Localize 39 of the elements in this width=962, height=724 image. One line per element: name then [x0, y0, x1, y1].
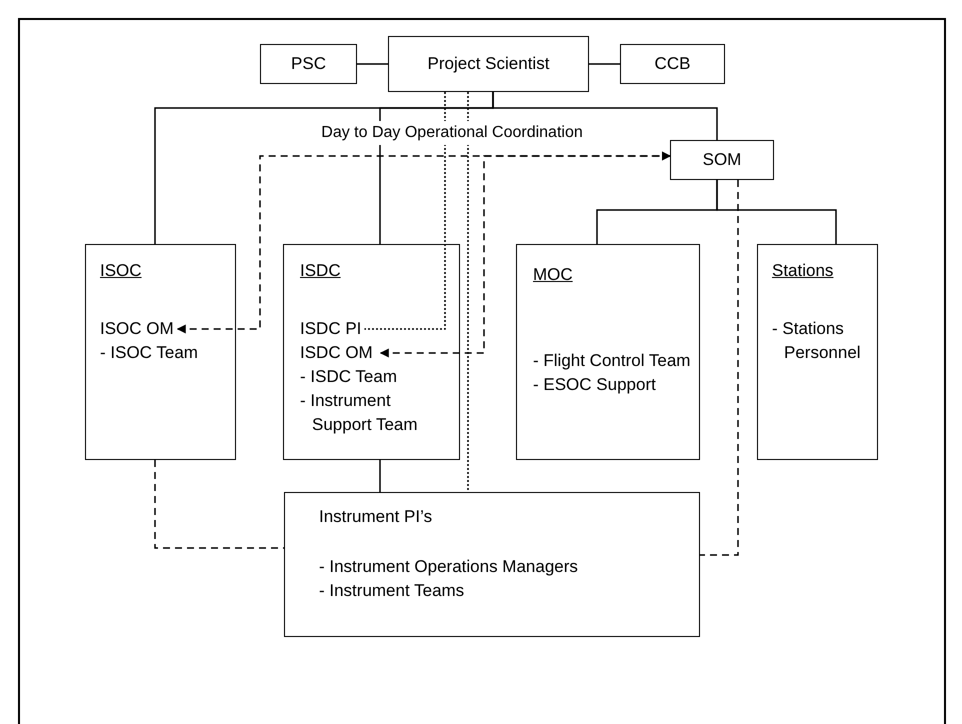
- dashed-connector: [380, 152, 671, 358]
- box-title: CCB: [654, 53, 690, 76]
- org-box: [85, 244, 236, 460]
- connector-line: [589, 63, 620, 65]
- dashed-connector: [154, 460, 284, 549]
- box-heading: ISOC: [100, 260, 143, 282]
- org-box: [757, 244, 878, 460]
- list-item: - Instrument Teams: [319, 580, 466, 602]
- role-label: ISDC PI: [300, 317, 362, 341]
- org-box: [388, 36, 589, 92]
- list-item: - ISDC Team: [300, 366, 398, 388]
- org-box: [620, 44, 725, 84]
- box-heading: Stations: [772, 260, 834, 282]
- box-heading: Instrument PI’s: [319, 506, 434, 528]
- org-box: [284, 492, 700, 637]
- list-item: - Instrument Operations Managers: [319, 556, 579, 578]
- dotted-connector: [467, 92, 469, 492]
- role-label: ISDC OM: [300, 341, 373, 365]
- org-box: [283, 244, 460, 460]
- connector-line: [492, 92, 718, 140]
- box-heading: ISDC: [300, 260, 342, 282]
- box-heading: MOC: [533, 264, 574, 286]
- org-box: [516, 244, 700, 460]
- role-label: ISOC OM: [100, 317, 174, 341]
- connector-line: [379, 460, 381, 492]
- box-title: PSC: [291, 53, 326, 76]
- connector-line: [716, 180, 837, 244]
- dashed-connector: [700, 180, 739, 556]
- list-item: - Stations Personnel: [772, 318, 862, 364]
- list-item: - ESOC Support: [533, 374, 657, 396]
- org-box: [260, 44, 357, 84]
- dotted-connector: [364, 92, 446, 330]
- box-title: Project Scientist: [428, 53, 550, 76]
- connector-line: [357, 63, 388, 65]
- list-item: - ISOC Team: [100, 342, 199, 364]
- list-item: - Instrument Support Team: [300, 390, 419, 436]
- org-box: [670, 140, 774, 180]
- box-title: SOM: [702, 149, 742, 172]
- list-item: - Flight Control Team: [533, 350, 692, 372]
